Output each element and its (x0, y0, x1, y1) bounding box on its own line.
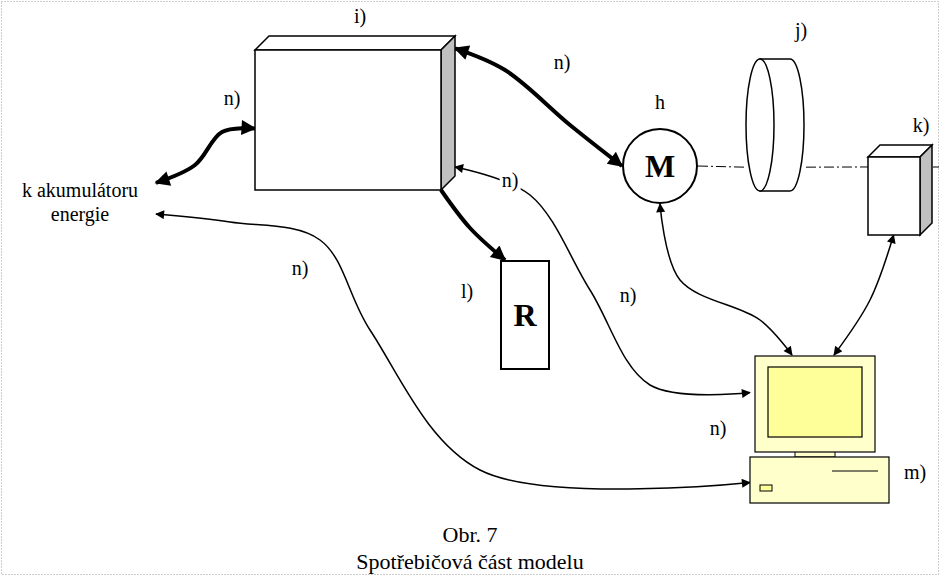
power-connector (455, 48, 622, 166)
box-top (255, 36, 455, 50)
signal-connector (156, 214, 750, 489)
cube-outline (255, 36, 455, 190)
connector-label: n) (500, 169, 521, 191)
part-label: i) (345, 4, 375, 28)
computer: m) (750, 352, 936, 507)
box-front (868, 157, 920, 235)
cube-outline (868, 145, 932, 235)
part-label: m) (898, 460, 932, 484)
figure-title: Obr. 7 (220, 522, 720, 548)
shaft-axis (806, 166, 868, 167)
symbol-letter: R (500, 260, 550, 370)
battery-terminal: k akumulátoru energie (4, 178, 156, 226)
drive-slot (832, 470, 878, 471)
resistor-outline (501, 261, 549, 369)
connector-label: n) (708, 417, 729, 439)
figure-caption: Spotřebičová část modelu (220, 549, 720, 575)
box-front (255, 50, 441, 190)
part-label: h (645, 90, 675, 114)
connector-label: n) (222, 87, 243, 109)
part-label: l) (452, 279, 482, 303)
motor-outline (623, 129, 697, 203)
converter-box: i) (255, 4, 460, 190)
part-label: k) (908, 113, 934, 137)
monitor (755, 356, 875, 452)
motor-circle: hM (612, 90, 708, 206)
power-button (760, 485, 772, 491)
disk-face (746, 59, 774, 191)
computer-case (750, 457, 889, 503)
symbol-letter: M (622, 128, 698, 204)
disk-outline (744, 57, 806, 193)
box-side (441, 36, 455, 190)
power-connector (441, 190, 505, 260)
signal-connector (660, 204, 792, 355)
power-connector (156, 128, 255, 183)
shaft-axis (933, 167, 939, 168)
computer-outline (750, 355, 890, 505)
sensor-box: k) (868, 113, 934, 235)
terminal-label: k akumulátoru energie (4, 178, 156, 226)
signal-connector (455, 167, 750, 395)
shaft-axis (698, 166, 744, 167)
signal-connector (834, 235, 894, 355)
connector-label: n) (552, 51, 573, 73)
screen (768, 367, 862, 437)
resistor-box: l) R (452, 255, 552, 375)
part-label: j) (786, 18, 816, 42)
connector-label: n) (290, 257, 311, 279)
flywheel-disk: j) (744, 18, 819, 193)
box-side (920, 145, 932, 235)
connector-label: n) (618, 284, 639, 306)
